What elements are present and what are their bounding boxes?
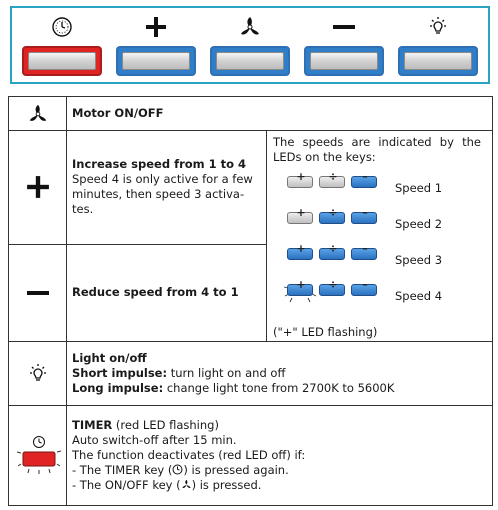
key-bar xyxy=(12,8,488,82)
light-long: Long impulse: change light tone from 270… xyxy=(72,381,395,395)
increase-row: Increase speed from 1 to 4 Speed 4 is on… xyxy=(8,130,494,342)
minus-key-column xyxy=(302,8,386,84)
minus-icon xyxy=(26,290,49,295)
speed-label: Speed 3 xyxy=(395,253,443,267)
speed-label: Speed 1 xyxy=(395,181,443,195)
timer-line-2: The function deactivates (red LED off) i… xyxy=(72,448,306,462)
led-divide: ÷ xyxy=(319,279,345,296)
speed-indicator: The speeds are indicated by the LEDs on … xyxy=(267,131,492,341)
timer-led-flashing-icon xyxy=(16,435,62,474)
timer-line-1: Auto switch-off after 15 min. xyxy=(72,433,237,447)
timer-icon xyxy=(172,464,183,475)
timer-row: TIMER (red LED flashing) Auto switch-off… xyxy=(8,405,494,506)
reduce-title: Reduce speed from 4 to 1 xyxy=(66,243,267,343)
light-text: Light on/off Short impulse: turn light o… xyxy=(65,341,494,406)
flash-note: ("+" LED flashing) xyxy=(273,325,378,339)
fan-icon xyxy=(181,479,191,488)
fan-key-column xyxy=(208,8,292,84)
increase-text: Increase speed from 1 to 4 Speed 4 is on… xyxy=(66,130,267,245)
speed-indicator-cell: The speeds are indicated by the LEDs on … xyxy=(265,130,494,342)
led-minus: – xyxy=(351,207,377,224)
plus-icon xyxy=(26,176,49,199)
timer-line-3: - The TIMER key () is pressed again. xyxy=(72,463,289,477)
speed-row-3: + ÷ – Speed 3 xyxy=(287,239,467,273)
control-panel xyxy=(10,6,490,84)
legend-table: Motor ON/OFF Increase speed from 1 to 4 … xyxy=(8,96,494,506)
light-key-column xyxy=(396,8,480,84)
timer-icon-cell xyxy=(8,405,67,506)
speed-label: Speed 2 xyxy=(395,217,443,231)
timer-key-column xyxy=(20,8,104,84)
fan-icon xyxy=(29,104,46,121)
led-plus: + xyxy=(287,207,313,224)
increase-desc-2: minutes, then speed 3 activa- xyxy=(72,187,245,202)
plus-key-column xyxy=(114,8,198,84)
light-row: Light on/off Short impulse: turn light o… xyxy=(8,341,494,406)
fan-icon xyxy=(208,14,292,40)
plus-button[interactable] xyxy=(116,46,196,76)
timer-button[interactable] xyxy=(22,46,102,76)
speed-row-2: + ÷ – Speed 2 xyxy=(287,203,467,237)
timer-title-line: TIMER (red LED flashing) xyxy=(72,418,219,432)
light-title: Light on/off xyxy=(72,351,147,365)
plus-icon xyxy=(114,14,198,40)
motor-title: Motor ON/OFF xyxy=(65,96,494,131)
fan-button[interactable] xyxy=(210,46,290,76)
timer-icon xyxy=(20,14,104,40)
timer-text: TIMER (red LED flashing) Auto switch-off… xyxy=(65,405,494,506)
light-icon-cell xyxy=(8,341,67,406)
speed-row-1: + ÷ – Speed 1 xyxy=(287,167,467,201)
speed-row-4: + ÷ – Speed 4 xyxy=(283,275,467,309)
speed-intro: The speeds are indicated by the LEDs on … xyxy=(273,135,481,164)
led-minus: – xyxy=(351,243,377,260)
motor-icon-cell xyxy=(8,96,67,131)
led-minus: – xyxy=(351,171,377,188)
led-divide: ÷ xyxy=(319,207,345,224)
light-bulb-icon xyxy=(396,14,480,40)
increase-icon-cell xyxy=(8,130,67,245)
speed-label: Speed 4 xyxy=(395,289,443,303)
led-divide: ÷ xyxy=(319,243,345,260)
increase-desc-3: tes. xyxy=(72,202,94,217)
reduce-icon-cell xyxy=(8,243,67,343)
minus-button[interactable] xyxy=(304,46,384,76)
led-minus: – xyxy=(351,279,377,296)
motor-row: Motor ON/OFF xyxy=(8,96,494,131)
increase-title: Increase speed from 1 to 4 xyxy=(72,157,247,172)
reduce-row: Reduce speed from 4 to 1 xyxy=(8,243,493,343)
led-divide: ÷ xyxy=(319,171,345,188)
led-plus: + xyxy=(287,171,313,188)
led-plus: + xyxy=(287,279,313,296)
light-button[interactable] xyxy=(398,46,478,76)
timer-line-4: - The ON/OFF key () is pressed. xyxy=(72,478,262,492)
light-bulb-icon xyxy=(29,363,46,381)
led-plus: + xyxy=(287,243,313,260)
light-short: Short impulse: turn light on and off xyxy=(72,366,286,380)
minus-icon xyxy=(302,14,386,40)
increase-desc-1: Speed 4 is only active for a few xyxy=(72,172,253,187)
